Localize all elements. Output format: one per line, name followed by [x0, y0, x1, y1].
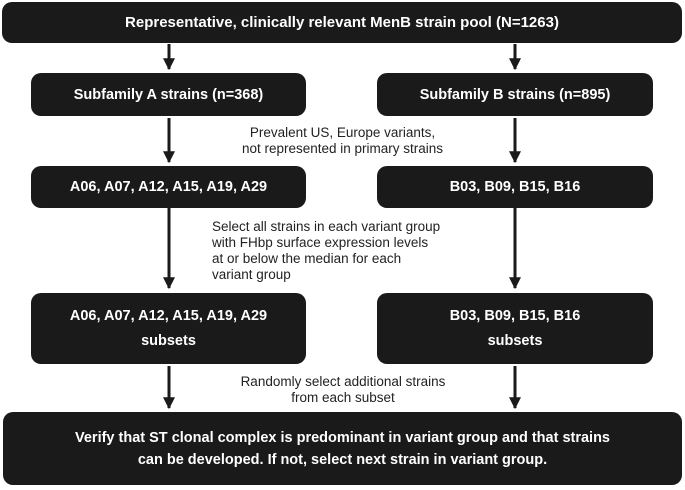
note-line: from each subset: [291, 390, 395, 405]
subsets-a-box: A06, A07, A12, A15, A19, A29 subsets: [31, 293, 306, 364]
subsets-a-line: A06, A07, A12, A15, A19, A29: [69, 307, 268, 324]
note-line: Select all strains in each variant group: [212, 219, 441, 234]
verification-box: Verify that ST clonal complex is predomi…: [3, 412, 682, 485]
note-line: Prevalent US, Europe variants,: [249, 125, 436, 140]
strain-pool-text: Representative, clinically relevant MenB…: [125, 14, 559, 31]
note-line: not represented in primary strains: [241, 141, 444, 156]
variants-b-box: B03, B09, B15, B16: [377, 166, 653, 208]
subfamily-a-text: Subfamily A strains (n=368): [73, 86, 264, 103]
subsets-b-box: B03, B09, B15, B16 subsets: [377, 293, 653, 364]
verification-line: can be developed. If not, select next st…: [137, 451, 548, 468]
note-line: at or below the median for each: [212, 251, 402, 266]
subfamily-b-box: Subfamily B strains (n=895): [377, 73, 653, 116]
variants-a-text: A06, A07, A12, A15, A19, A29: [69, 179, 268, 195]
note-line: variant group: [212, 267, 291, 282]
note-line: Randomly select additional strains: [240, 374, 446, 389]
subsets-a-line: subsets: [141, 332, 196, 349]
random-selection-note: Randomly select additional strains from …: [208, 374, 478, 406]
variants-a-box: A06, A07, A12, A15, A19, A29: [31, 166, 306, 208]
variant-selection-note: Prevalent US, Europe variants, not repre…: [210, 125, 475, 157]
variants-b-text: B03, B09, B15, B16: [449, 179, 581, 195]
verification-line: Verify that ST clonal complex is predomi…: [75, 429, 610, 446]
expression-selection-note: Select all strains in each variant group…: [212, 219, 482, 283]
note-line: with FHbp surface expression levels: [212, 235, 429, 250]
subsets-b-line: subsets: [487, 332, 543, 349]
subsets-b-line: B03, B09, B15, B16: [449, 307, 581, 324]
subfamily-b-text: Subfamily B strains (n=895): [419, 86, 611, 103]
strain-pool-box: Representative, clinically relevant MenB…: [2, 2, 682, 43]
subfamily-a-box: Subfamily A strains (n=368): [31, 73, 306, 116]
